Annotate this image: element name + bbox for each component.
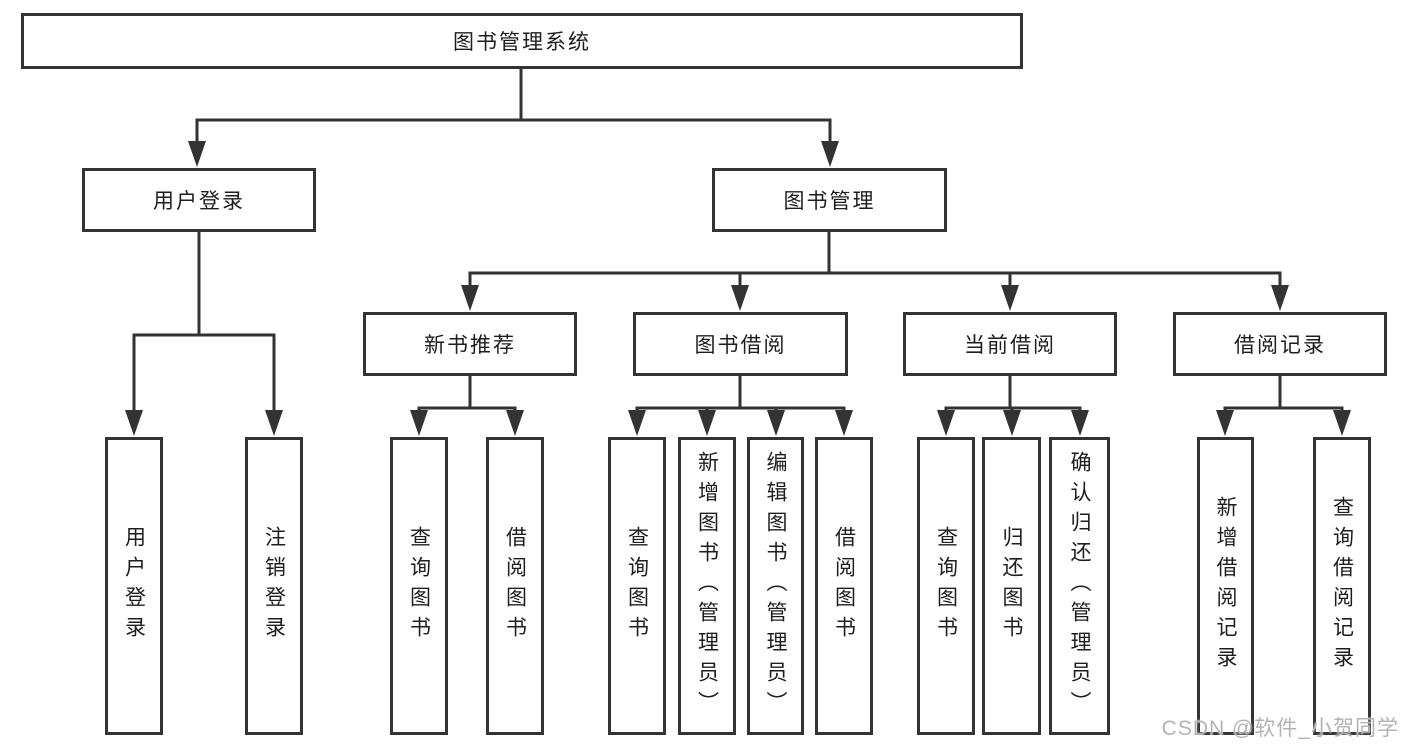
- leaf-label: 查询图书: [407, 526, 431, 646]
- arrowheads-level2: [461, 285, 1289, 311]
- leaf-borrow-book: 借阅图书: [815, 437, 873, 735]
- connector-user-login-group: [132, 230, 276, 414]
- leaf-edit-book-admin: 编辑图书（管理员）: [747, 437, 804, 735]
- leaf-label: 查询图书: [625, 526, 649, 646]
- arrowheads-new-book-rec-group: [410, 410, 524, 436]
- leaf-label: 新增借阅记录: [1214, 496, 1237, 676]
- connector-new-book-rec-group: [417, 374, 517, 414]
- arrowheads-book-borrow-group: [628, 410, 853, 436]
- node-book-management: 图书管理: [712, 168, 947, 232]
- connector-borrow-record-group: [1223, 374, 1344, 414]
- node-new-book-recommend: 新书推荐: [363, 312, 577, 376]
- leaf-add-borrow-record: 新增借阅记录: [1197, 437, 1254, 735]
- leaf-label: 借阅图书: [832, 526, 856, 646]
- leaf-label: 确认归还（管理员）: [1068, 451, 1091, 721]
- leaf-query-book-recommend: 查询图书: [390, 437, 448, 735]
- leaf-add-book-admin: 新增图书（管理员）: [678, 437, 736, 735]
- arrowheads-current-borrow-group: [937, 410, 1089, 436]
- leaf-logout: 注销登录: [245, 437, 303, 735]
- node-root-system: 图书管理系统: [21, 13, 1023, 69]
- leaf-return-book: 归还图书: [982, 437, 1041, 735]
- leaf-label: 新增图书（管理员）: [695, 451, 719, 721]
- arrowheads-borrow-record-group: [1216, 410, 1351, 436]
- leaf-label: 借阅图书: [503, 526, 527, 646]
- node-current-borrow: 当前借阅: [903, 312, 1117, 376]
- leaf-label: 归还图书: [1000, 526, 1023, 646]
- connector-book-borrow-group: [635, 374, 846, 414]
- connector-current-borrow-group: [944, 374, 1082, 414]
- leaf-query-book-current: 查询图书: [917, 437, 975, 735]
- leaf-user-login: 用户登录: [105, 437, 163, 735]
- arrowheads-user-login-group: [125, 410, 283, 436]
- node-user-login: 用户登录: [82, 168, 316, 232]
- leaf-label: 查询借阅记录: [1330, 496, 1354, 676]
- connector-root-to-level1: [195, 66, 832, 145]
- csdn-watermark: CSDN @软件_小贺同学: [1161, 717, 1399, 740]
- node-borrow-record: 借阅记录: [1173, 312, 1387, 376]
- leaf-label: 用户登录: [122, 526, 146, 646]
- leaf-confirm-return-admin: 确认归还（管理员）: [1049, 437, 1110, 735]
- connector-book-mgmt-to-level2: [468, 230, 1282, 289]
- leaf-label: 注销登录: [262, 526, 286, 646]
- leaf-label: 查询图书: [934, 526, 958, 646]
- leaf-borrow-book-recommend: 借阅图书: [486, 437, 544, 735]
- arrowheads-level1: [188, 141, 839, 167]
- leaf-query-book-borrow: 查询图书: [608, 437, 666, 735]
- leaf-label: 编辑图书（管理员）: [764, 451, 787, 721]
- node-book-borrow: 图书借阅: [633, 312, 848, 376]
- leaf-query-borrow-record: 查询借阅记录: [1313, 437, 1371, 735]
